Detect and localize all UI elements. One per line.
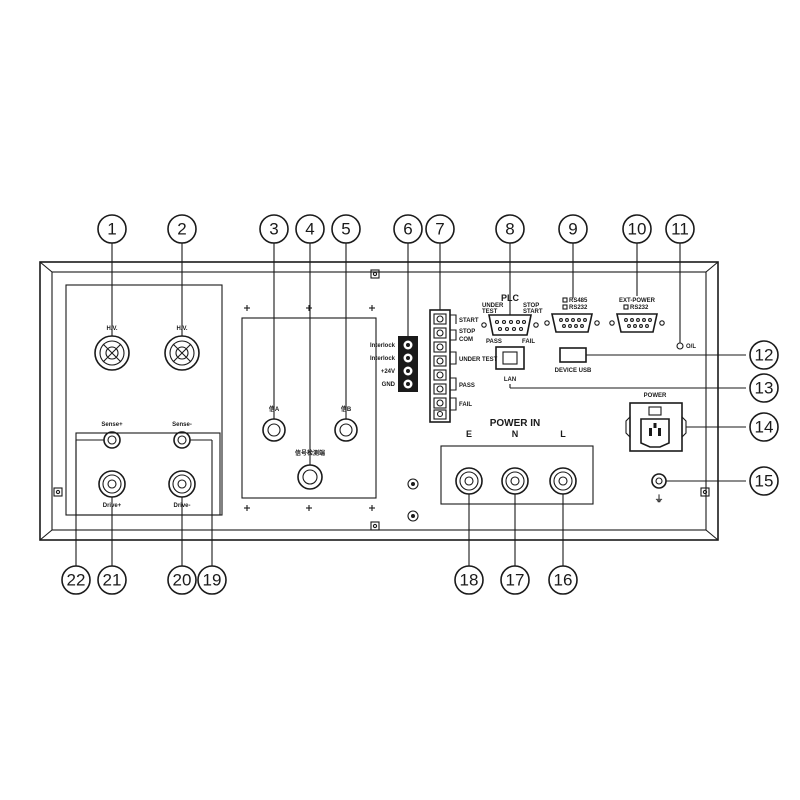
callout-8: 8 xyxy=(495,214,525,244)
lan-label: LAN xyxy=(504,377,516,383)
callout-18-text: 18 xyxy=(460,571,479,590)
callout-5: 5 xyxy=(331,214,361,244)
callout-20: 20 xyxy=(167,565,197,595)
plc-test-label: TEST xyxy=(482,309,498,315)
callout-19: 19 xyxy=(197,565,227,595)
plc-start-label: START xyxy=(523,309,543,315)
callout-4: 4 xyxy=(295,214,325,244)
callout-22-text: 22 xyxy=(67,571,86,590)
mid-panel-studs xyxy=(407,478,419,522)
callout-18: 18 xyxy=(454,565,484,595)
interlock-label-1: Interlock xyxy=(370,343,396,349)
lan-port: LAN xyxy=(495,346,525,383)
plc-stop-label: STOP xyxy=(523,303,539,309)
callout-7: 7 xyxy=(425,214,455,244)
callout-10-text: 10 xyxy=(628,220,647,239)
callout-11: 11 xyxy=(665,214,695,244)
callout-22: 22 xyxy=(61,565,91,595)
plc-port: PLC UNDER TEST STOP START PASS FAIL xyxy=(481,293,543,345)
interlock-label-2: Interlock xyxy=(370,356,396,362)
callout-5-text: 5 xyxy=(341,220,350,239)
power-in-label: POWER IN xyxy=(490,418,541,429)
signal-plate: 信A 信B 信号检测端 xyxy=(241,305,377,511)
callout-19-text: 19 xyxy=(203,571,222,590)
terminal-n xyxy=(501,467,529,495)
terminal-e-label: E xyxy=(466,429,472,439)
ext-power-port: EXT-POWER RS232 xyxy=(609,298,665,333)
callout-13: 13 xyxy=(749,373,779,403)
term-under-test-label: UNDER TEST xyxy=(459,357,498,363)
rs485-label: RS485 xyxy=(569,298,588,304)
callout-1-text: 1 xyxy=(107,220,116,239)
rs232-label-2: RS232 xyxy=(630,305,649,311)
callout-14: 14 xyxy=(749,412,779,442)
callout-4-text: 4 xyxy=(305,220,314,239)
callout-16-text: 16 xyxy=(554,571,573,590)
terminal-e xyxy=(455,467,483,495)
callout-16: 16 xyxy=(548,565,578,595)
overload-led: O/L xyxy=(676,342,696,350)
term-start-label: START xyxy=(459,318,479,324)
plc-fail-label: FAIL xyxy=(522,339,535,345)
callout-6: 6 xyxy=(393,214,423,244)
plus24v-label: +24V xyxy=(381,369,395,375)
ol-label: O/L xyxy=(686,344,696,350)
sense-minus-terminal: Sense- xyxy=(172,422,192,449)
ground-terminal: ⏚ xyxy=(651,473,667,504)
callout-11-text: 11 xyxy=(671,220,689,239)
rs232-label-1: RS232 xyxy=(569,305,588,311)
power-inlet: POWER xyxy=(625,393,687,452)
callout-15-text: 15 xyxy=(755,472,774,491)
callout-8-text: 8 xyxy=(505,220,514,239)
gnd-label: GND xyxy=(382,382,396,388)
plc-under-label: UNDER xyxy=(482,303,504,309)
callout-21-text: 21 xyxy=(103,571,122,590)
callout-9-text: 9 xyxy=(568,220,577,239)
callout-17: 17 xyxy=(500,565,530,595)
callout-2: 2 xyxy=(167,214,197,244)
callouts: 1 2 3 4 5 6 7 8 9 10 11 12 13 14 15 16 1… xyxy=(61,214,779,595)
ground-symbol: ⏚ xyxy=(654,494,663,504)
callout-3-text: 3 xyxy=(269,220,278,239)
callout-3: 3 xyxy=(259,214,289,244)
term-pass-label: PASS xyxy=(459,383,475,389)
callout-13-text: 13 xyxy=(755,379,774,398)
callout-21: 21 xyxy=(97,565,127,595)
callout-12: 12 xyxy=(749,340,779,370)
sense-plus-terminal: Sense+ xyxy=(101,422,123,449)
plc-pass-label: PASS xyxy=(486,339,502,345)
callout-17-text: 17 xyxy=(506,571,525,590)
device-usb-port: DEVICE USB xyxy=(555,347,592,374)
rs485-rs232-port: RS485 RS232 xyxy=(544,297,600,333)
callout-1: 1 xyxy=(97,214,127,244)
terminal-l-label: L xyxy=(560,429,566,439)
control-terminal-strip: START STOP COM UNDER TEST PASS FAIL xyxy=(429,309,498,423)
callout-9: 9 xyxy=(558,214,588,244)
sense-minus-label: Sense- xyxy=(172,422,192,428)
power-label: POWER xyxy=(644,393,667,399)
sense-plus-label: Sense+ xyxy=(101,422,123,428)
term-stop-label: STOP xyxy=(459,329,475,335)
callout-2-text: 2 xyxy=(177,220,186,239)
callout-7-text: 7 xyxy=(435,220,444,239)
callout-15: 15 xyxy=(749,466,779,496)
interlock-terminal-block: Interlock Interlock +24V GND xyxy=(370,336,418,392)
terminal-l xyxy=(549,467,577,495)
power-in-section: POWER IN E N L xyxy=(440,418,594,505)
callout-14-text: 14 xyxy=(755,418,774,437)
callout-10: 10 xyxy=(622,214,652,244)
callout-20-text: 20 xyxy=(173,571,192,590)
callout-12-text: 12 xyxy=(755,346,774,365)
panel-screws xyxy=(53,269,710,531)
hv-section: H.V. H.V. Sense+ Sense- xyxy=(65,284,223,516)
callout-6-text: 6 xyxy=(403,220,412,239)
ext-power-label: EXT-POWER xyxy=(619,298,656,304)
term-fail-label: FAIL xyxy=(459,402,472,408)
terminal-n-label: N xyxy=(512,429,519,439)
device-usb-label: DEVICE USB xyxy=(555,368,592,374)
leader-lines xyxy=(75,243,746,566)
panel-outline xyxy=(39,261,719,541)
term-com-label: COM xyxy=(459,337,473,343)
